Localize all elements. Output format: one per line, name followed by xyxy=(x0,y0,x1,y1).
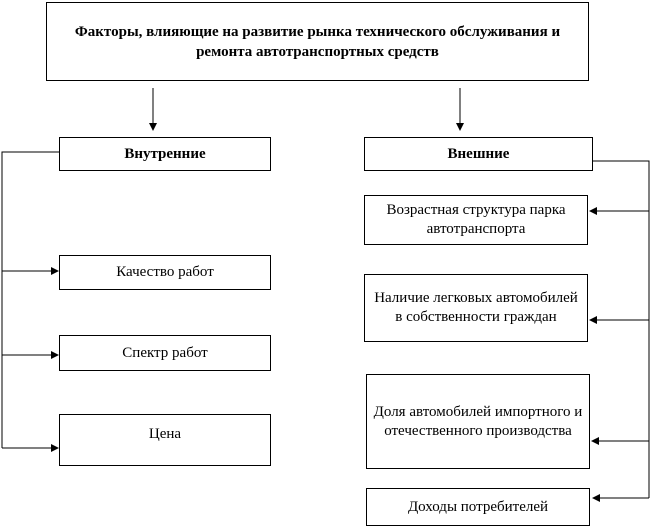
internal-item-label: Цена xyxy=(148,426,182,442)
external-item-import-share: Доля автомобилей импортного и отечествен… xyxy=(366,374,590,469)
external-item-label: Доля автомобилей импортного и отечествен… xyxy=(373,403,583,439)
internal-item-label: Качество работ xyxy=(116,264,214,280)
internal-item-range: Спектр работ xyxy=(59,335,271,371)
external-header: Внешние xyxy=(447,145,510,162)
external-bracket xyxy=(593,160,650,498)
internal-item-quality: Качество работ xyxy=(59,255,271,290)
internal-bracket xyxy=(1,151,59,448)
external-item-income: Доходы потребителей xyxy=(366,488,590,526)
external-item-age-structure: Возрастная структура парка автотранспорт… xyxy=(364,195,588,245)
internal-item-price: Цена xyxy=(59,414,271,466)
external-header-box: Внешние xyxy=(364,137,593,171)
diagram-title: Факторы, влияющие на развитие рынка техн… xyxy=(74,23,561,60)
external-item-private-cars: Наличие легковых автомобилей в собственн… xyxy=(364,274,588,342)
internal-item-label: Спектр работ xyxy=(122,344,208,361)
external-item-label: Возрастная структура парка автотранспорт… xyxy=(386,202,566,237)
internal-header: Внутренние xyxy=(124,145,206,162)
internal-header-box: Внутренние xyxy=(59,137,271,171)
external-item-label: Доходы потребителей xyxy=(407,498,549,515)
diagram-title-box: Факторы, влияющие на развитие рынка техн… xyxy=(46,2,589,81)
external-item-label: Наличие легковых автомобилей в собственн… xyxy=(374,290,578,325)
